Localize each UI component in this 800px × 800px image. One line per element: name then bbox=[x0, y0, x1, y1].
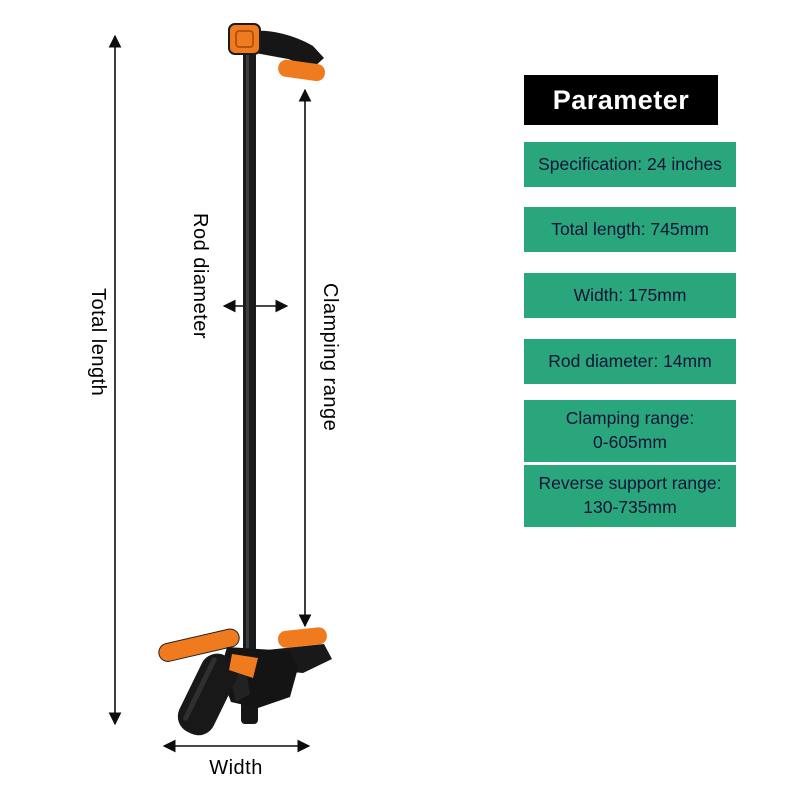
param-row-total-length: Total length: 745mm bbox=[524, 207, 736, 252]
handle-grip bbox=[177, 653, 238, 736]
release-lever bbox=[158, 628, 240, 662]
param-row-clamping-range: Clamping range: 0-605mm bbox=[524, 400, 736, 462]
param-row-specification: Specification: 24 inches bbox=[524, 142, 736, 187]
clamp-top-head bbox=[228, 23, 325, 82]
bottom-jaw-pad bbox=[277, 627, 327, 648]
param-row-rod-diameter: Rod diameter: 14mm bbox=[524, 339, 736, 384]
dim-label-width: Width bbox=[209, 757, 263, 779]
panel-header: Parameter bbox=[524, 75, 718, 125]
parameter-panel: Parameter Specification: 24 inches Total… bbox=[524, 75, 736, 527]
dim-label-rod-diameter: Rod diameter bbox=[189, 213, 211, 340]
top-jaw-pad bbox=[278, 59, 325, 82]
dimension-arrows bbox=[108, 34, 312, 753]
param-row-reverse-support: Reverse support range: 130-735mm bbox=[524, 465, 736, 527]
body-orange-accent bbox=[229, 654, 258, 678]
clamp-bar bbox=[241, 50, 258, 724]
clamp-bottom-assembly bbox=[158, 627, 332, 736]
dim-label-clamping-range: Clamping range bbox=[319, 283, 341, 432]
dim-label-total-length: Total length bbox=[87, 288, 109, 397]
param-row-width: Width: 175mm bbox=[524, 273, 736, 318]
